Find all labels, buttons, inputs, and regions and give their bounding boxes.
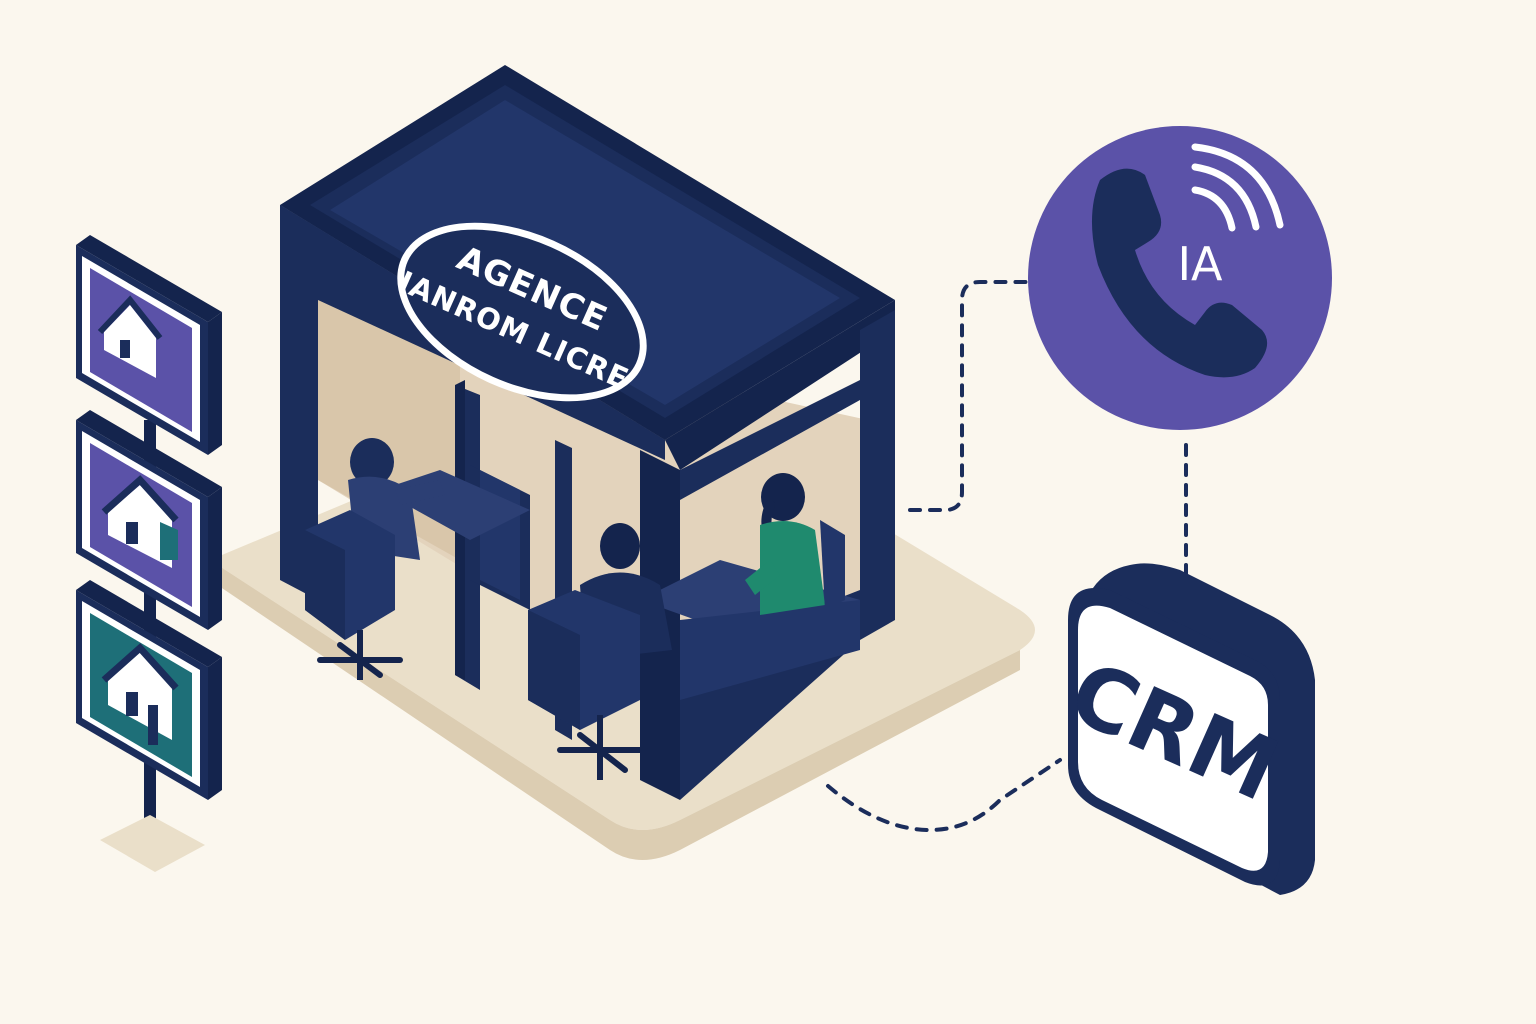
listing-panel-2: [76, 410, 222, 630]
person-agent-right: [745, 473, 845, 615]
ia-label: IA: [1177, 237, 1223, 291]
listing-panels: [76, 235, 222, 872]
listing-panel-3: [76, 580, 222, 800]
chair-client: [528, 590, 648, 780]
ai-phone-badge: IA: [1028, 126, 1332, 430]
phone-icon: [1091, 168, 1268, 378]
house-icon: [101, 475, 179, 568]
connector-lines: [826, 280, 1188, 833]
office-interior: [305, 438, 860, 780]
connector-agency-to-phone: [908, 280, 1032, 512]
sign-post-base: [100, 815, 205, 872]
chair-left: [305, 510, 403, 680]
signal-waves-icon: [1191, 143, 1284, 232]
house-icon: [97, 295, 163, 378]
listing-panel-1: [76, 235, 222, 455]
crm-box: CRM: [1055, 563, 1315, 895]
agency-sign: AGENCE IANROM LICRE: [394, 222, 647, 402]
house-icon: [101, 643, 179, 745]
connector-agency-to-crm: [826, 758, 1062, 833]
right-facade: [665, 300, 895, 470]
